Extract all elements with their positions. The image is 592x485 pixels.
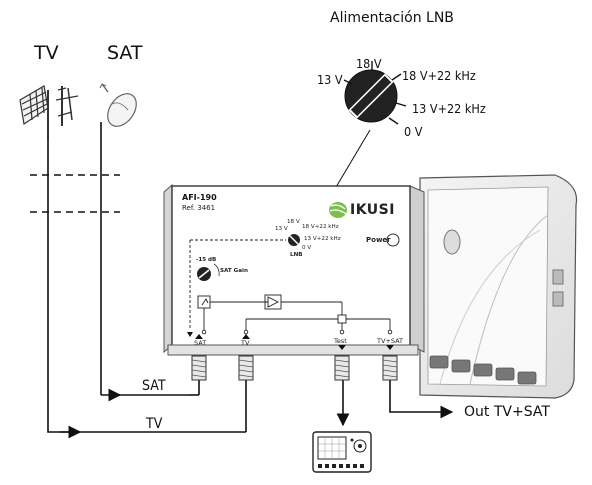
lnb-dial-large: [343, 61, 407, 125]
mini-dial-13v: 13 V: [275, 226, 288, 232]
lnb-option-0v: 0 V: [404, 124, 423, 139]
device-model: AFI-190: [182, 193, 217, 202]
sat-top-label: SAT: [107, 42, 143, 64]
lnb-option-18v-22khz: 18 V+22 kHz: [402, 68, 476, 83]
sat-cable-label: SAT: [142, 378, 166, 394]
port-tv: TV: [241, 339, 250, 347]
tv-antenna-icon: [19, 85, 79, 140]
tv-cable-label: TV: [146, 416, 163, 432]
gain-value: -15 dB: [196, 257, 217, 263]
port-tv-sat: TV+SAT: [377, 337, 404, 345]
mini-dial-18v: 18 V: [287, 219, 300, 225]
lnb-option-13v-22khz: 13 V+22 kHz: [412, 101, 486, 116]
lnb-option-18v: 18 V: [356, 56, 382, 71]
mini-dial-18v-22khz: 18 V+22 kHz: [302, 224, 339, 230]
satellite-dish-icon: [99, 83, 137, 127]
lnb-option-13v: 13 V: [317, 72, 343, 87]
brand-logo: IKUSI: [350, 202, 395, 218]
gain-label: SAT Gain: [220, 268, 248, 274]
mini-dial-0v: 0 V: [302, 245, 312, 251]
port-test: Test: [334, 337, 347, 345]
lnb-small-label: LNB: [290, 252, 303, 258]
tv-top-label: TV: [34, 42, 59, 64]
out-label: Out TV+SAT: [464, 404, 550, 420]
power-label: Power: [366, 236, 391, 244]
mini-dial-13v-22khz: 13 V+22 kHz: [304, 236, 341, 242]
port-sat: SAT: [194, 339, 207, 347]
meter-icon: [312, 431, 372, 473]
device-ref: Ref. 3461: [182, 204, 216, 212]
lnb-title: Alimentación LNB: [330, 10, 454, 26]
amplifier-box: [163, 174, 578, 399]
